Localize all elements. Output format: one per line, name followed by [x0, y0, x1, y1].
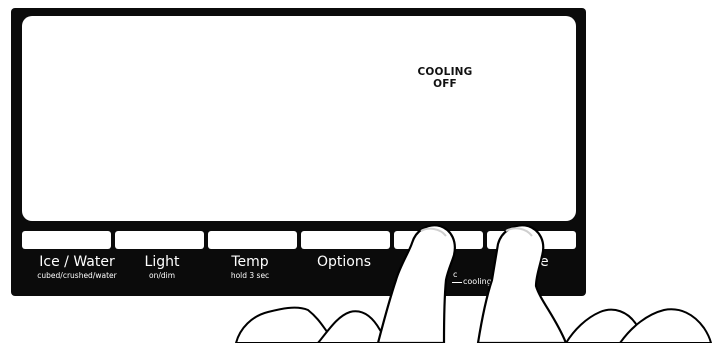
finger-left-icon [236, 225, 455, 343]
finger-right-icon [478, 225, 711, 343]
